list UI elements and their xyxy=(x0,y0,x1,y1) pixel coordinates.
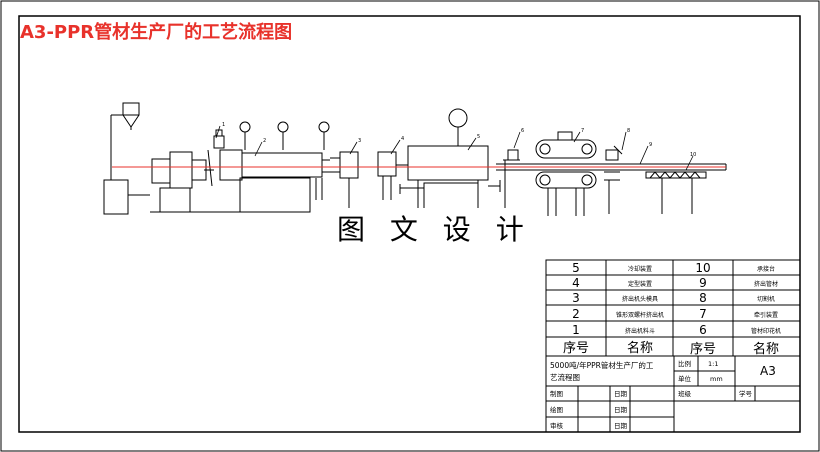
row-8-name: 切割机 xyxy=(757,295,775,303)
row-6-no: 6 xyxy=(699,323,707,337)
title-block xyxy=(545,355,801,433)
row-5-no: 5 xyxy=(572,261,580,275)
inner-frame xyxy=(18,15,801,433)
header-no-left: 序号 xyxy=(563,341,589,356)
row-10-no: 10 xyxy=(695,261,710,275)
student-no-label: 学号 xyxy=(739,389,753,398)
callout-6: 6 xyxy=(521,128,524,134)
row-3-no: 3 xyxy=(572,291,580,305)
draft-label: 绘图 xyxy=(550,405,563,414)
callout-3: 3 xyxy=(358,138,361,144)
row-4-no: 4 xyxy=(572,276,580,290)
callout-2: 2 xyxy=(263,138,266,144)
row-1-name: 挤出机料斗 xyxy=(625,327,655,335)
sheet-size: A3 xyxy=(760,364,776,378)
callout-leaders xyxy=(215,125,694,171)
drawing-title-line1: 5000吨/年PPR管材生产厂的工 xyxy=(550,360,654,370)
row-8-no: 8 xyxy=(699,291,707,305)
drawing-title: A3-PPR管材生产厂的工艺流程图 xyxy=(20,22,293,43)
callout-labels: 1 2 3 4 5 6 7 8 9 10 xyxy=(222,122,696,158)
review-date-label: 日期 xyxy=(614,422,628,430)
callout-1: 1 xyxy=(222,122,225,128)
unit-label: 单位 xyxy=(678,374,692,383)
row-9-no: 9 xyxy=(699,276,707,290)
callout-5: 5 xyxy=(477,134,480,140)
equipment-diagram xyxy=(103,102,727,216)
drawn-date-label: 日期 xyxy=(614,390,628,398)
drawing-title-line2: 艺流程图 xyxy=(550,372,580,382)
callout-7: 7 xyxy=(581,128,584,134)
callout-9: 9 xyxy=(649,142,652,148)
row-2-no: 2 xyxy=(572,307,580,321)
row-7-no: 7 xyxy=(699,307,707,321)
scale-value: 1:1 xyxy=(708,360,718,368)
unit-value: mm xyxy=(710,375,723,383)
row-3-name: 挤出机头模具 xyxy=(622,295,658,303)
header-no-right: 序号 xyxy=(690,342,716,357)
row-10-name: 承接台 xyxy=(757,265,775,273)
row-9-name: 挤出管材 xyxy=(754,280,778,288)
title-block-text: 5000吨/年PPR管材生产厂的工 艺流程图 比例 1:1 单位 mm A3 班… xyxy=(550,359,776,430)
callout-10: 10 xyxy=(690,152,696,158)
drawn-label: 制图 xyxy=(550,389,563,398)
row-2-name: 锥形双螺杆挤出机 xyxy=(616,311,664,319)
watermark-text: 图 文 设 计 xyxy=(333,208,536,248)
parts-list-table xyxy=(545,259,801,357)
scale-label: 比例 xyxy=(678,359,691,368)
row-7-name: 牵引装置 xyxy=(754,311,778,319)
header-name-left: 名称 xyxy=(627,340,653,356)
callout-4: 4 xyxy=(401,136,404,142)
callout-8: 8 xyxy=(627,128,630,134)
header-name-right: 名称 xyxy=(753,341,779,357)
parts-list-text: 5 冷却装置 10 承接台 4 定型装置 9 挤出管材 3 挤出机头模具 8 切… xyxy=(563,261,781,357)
class-label: 班级 xyxy=(678,389,692,398)
draft-date-label: 日期 xyxy=(614,406,628,414)
row-1-no: 1 xyxy=(572,323,580,337)
row-5-name: 冷却装置 xyxy=(628,265,652,273)
row-4-name: 定型装置 xyxy=(628,280,652,288)
review-label: 审核 xyxy=(550,421,564,430)
row-6-name: 管材印花机 xyxy=(751,327,781,335)
